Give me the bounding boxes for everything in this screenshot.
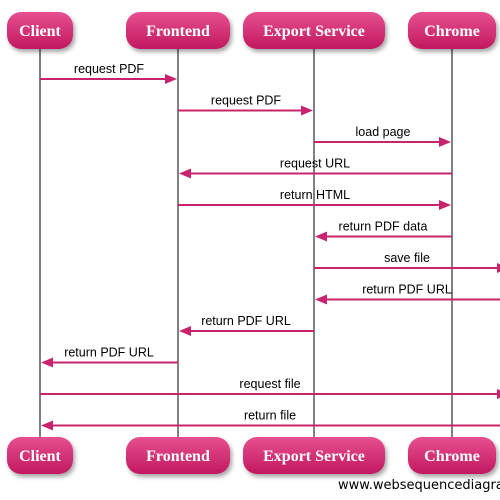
message-label: return PDF data bbox=[339, 220, 428, 234]
actor-box bbox=[243, 437, 385, 474]
message-2: load page bbox=[314, 125, 451, 147]
actor-label: Client bbox=[19, 448, 61, 465]
message-label: load page bbox=[356, 125, 411, 139]
message-3: request URL bbox=[179, 157, 452, 179]
message-label: request file bbox=[239, 377, 300, 391]
watermark: www.websequencediagrams.com bbox=[338, 478, 500, 493]
actor-label: Frontend bbox=[146, 448, 210, 465]
message-9: return PDF URL bbox=[41, 346, 178, 368]
message-label: return PDF URL bbox=[64, 346, 154, 360]
actor-box bbox=[408, 437, 496, 474]
actor-client-top: Client bbox=[7, 12, 73, 49]
message-10: request file bbox=[40, 377, 500, 399]
message-arrowhead bbox=[301, 105, 313, 116]
actor-export-top: Export Service bbox=[243, 12, 385, 49]
message-4: return HTML bbox=[178, 188, 451, 210]
actor-frontend-bottom: Frontend bbox=[126, 437, 230, 474]
message-arrowhead bbox=[315, 231, 327, 242]
actor-label: Chrome bbox=[424, 448, 480, 465]
actor-client-bottom: Client bbox=[7, 437, 73, 474]
actor-label: Export Service bbox=[263, 23, 365, 40]
message-label: return HTML bbox=[280, 188, 350, 202]
message-7: return PDF URL bbox=[315, 283, 500, 305]
message-5: return PDF data bbox=[315, 220, 452, 242]
message-label: return PDF URL bbox=[362, 283, 452, 297]
message-arrowhead bbox=[41, 357, 53, 368]
message-arrowhead bbox=[439, 200, 451, 210]
actor-box bbox=[126, 437, 230, 474]
message-1: request PDF bbox=[178, 94, 313, 116]
message-label: request PDF bbox=[211, 94, 282, 108]
message-arrowhead bbox=[439, 137, 451, 147]
message-8: return PDF URL bbox=[179, 314, 314, 336]
message-arrowhead bbox=[315, 294, 327, 305]
actor-box bbox=[126, 12, 230, 49]
message-arrowhead bbox=[165, 74, 177, 84]
message-11: return file bbox=[41, 409, 500, 431]
message-arrowhead bbox=[179, 168, 191, 179]
actor-label: Client bbox=[19, 23, 61, 40]
message-arrowhead bbox=[497, 389, 500, 399]
actor-box bbox=[243, 12, 385, 49]
actor-label: Chrome bbox=[424, 23, 480, 40]
actor-frontend-top: Frontend bbox=[126, 12, 230, 49]
actor-label: Export Service bbox=[263, 448, 365, 465]
message-label: return file bbox=[244, 409, 296, 423]
actor-chrome-top: Chrome bbox=[408, 12, 496, 49]
message-arrowhead bbox=[179, 326, 191, 336]
actor-export-bottom: Export Service bbox=[243, 437, 385, 474]
message-arrowhead bbox=[497, 263, 500, 273]
actor-box bbox=[408, 12, 496, 49]
message-label: return PDF URL bbox=[201, 314, 291, 328]
actor-box bbox=[7, 12, 73, 49]
message-label: save file bbox=[384, 251, 430, 265]
message-arrowhead bbox=[41, 420, 53, 431]
message-label: request PDF bbox=[74, 62, 145, 76]
actor-chrome-bottom: Chrome bbox=[408, 437, 496, 474]
message-6: save file bbox=[314, 251, 500, 273]
message-label: request URL bbox=[280, 157, 350, 171]
actor-box bbox=[7, 437, 73, 474]
message-0: request PDF bbox=[40, 62, 177, 84]
actor-label: Frontend bbox=[146, 23, 210, 40]
